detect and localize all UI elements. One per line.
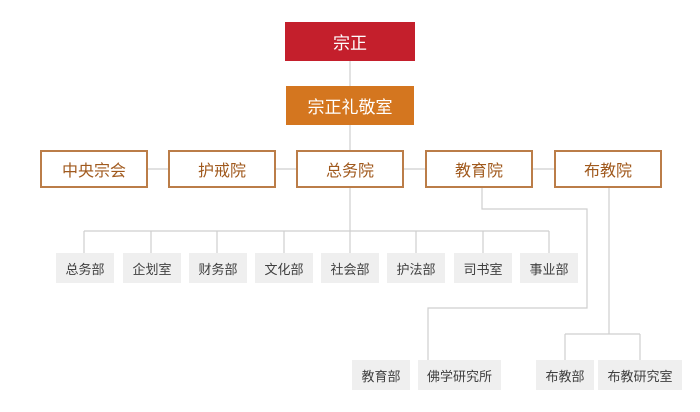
unit-preaching: 布教部 [536,360,594,390]
unit-planning: 企划室 [123,253,181,283]
office-node: 宗正礼敬室 [286,86,414,125]
unit-secretariat: 司书室 [454,253,512,283]
unit-finance: 财务部 [189,253,247,283]
unit-preaching-research: 布教研究室 [598,360,682,390]
department-central-council: 中央宗会 [40,150,148,188]
department-education: 教育院 [425,150,533,188]
unit-buddhist-institute: 佛学研究所 [418,360,501,390]
unit-education: 教育部 [352,360,410,390]
root-node: 宗正 [285,22,415,61]
department-precepts: 护戒院 [168,150,276,188]
unit-general-affairs: 总务部 [56,253,114,283]
connector-education-trunk [427,188,588,360]
department-preaching: 布教院 [554,150,662,188]
unit-culture: 文化部 [255,253,313,283]
unit-social: 社会部 [321,253,379,283]
unit-business: 事业部 [520,253,578,283]
unit-dharma-protection: 护法部 [387,253,445,283]
department-general-affairs: 总务院 [296,150,404,188]
